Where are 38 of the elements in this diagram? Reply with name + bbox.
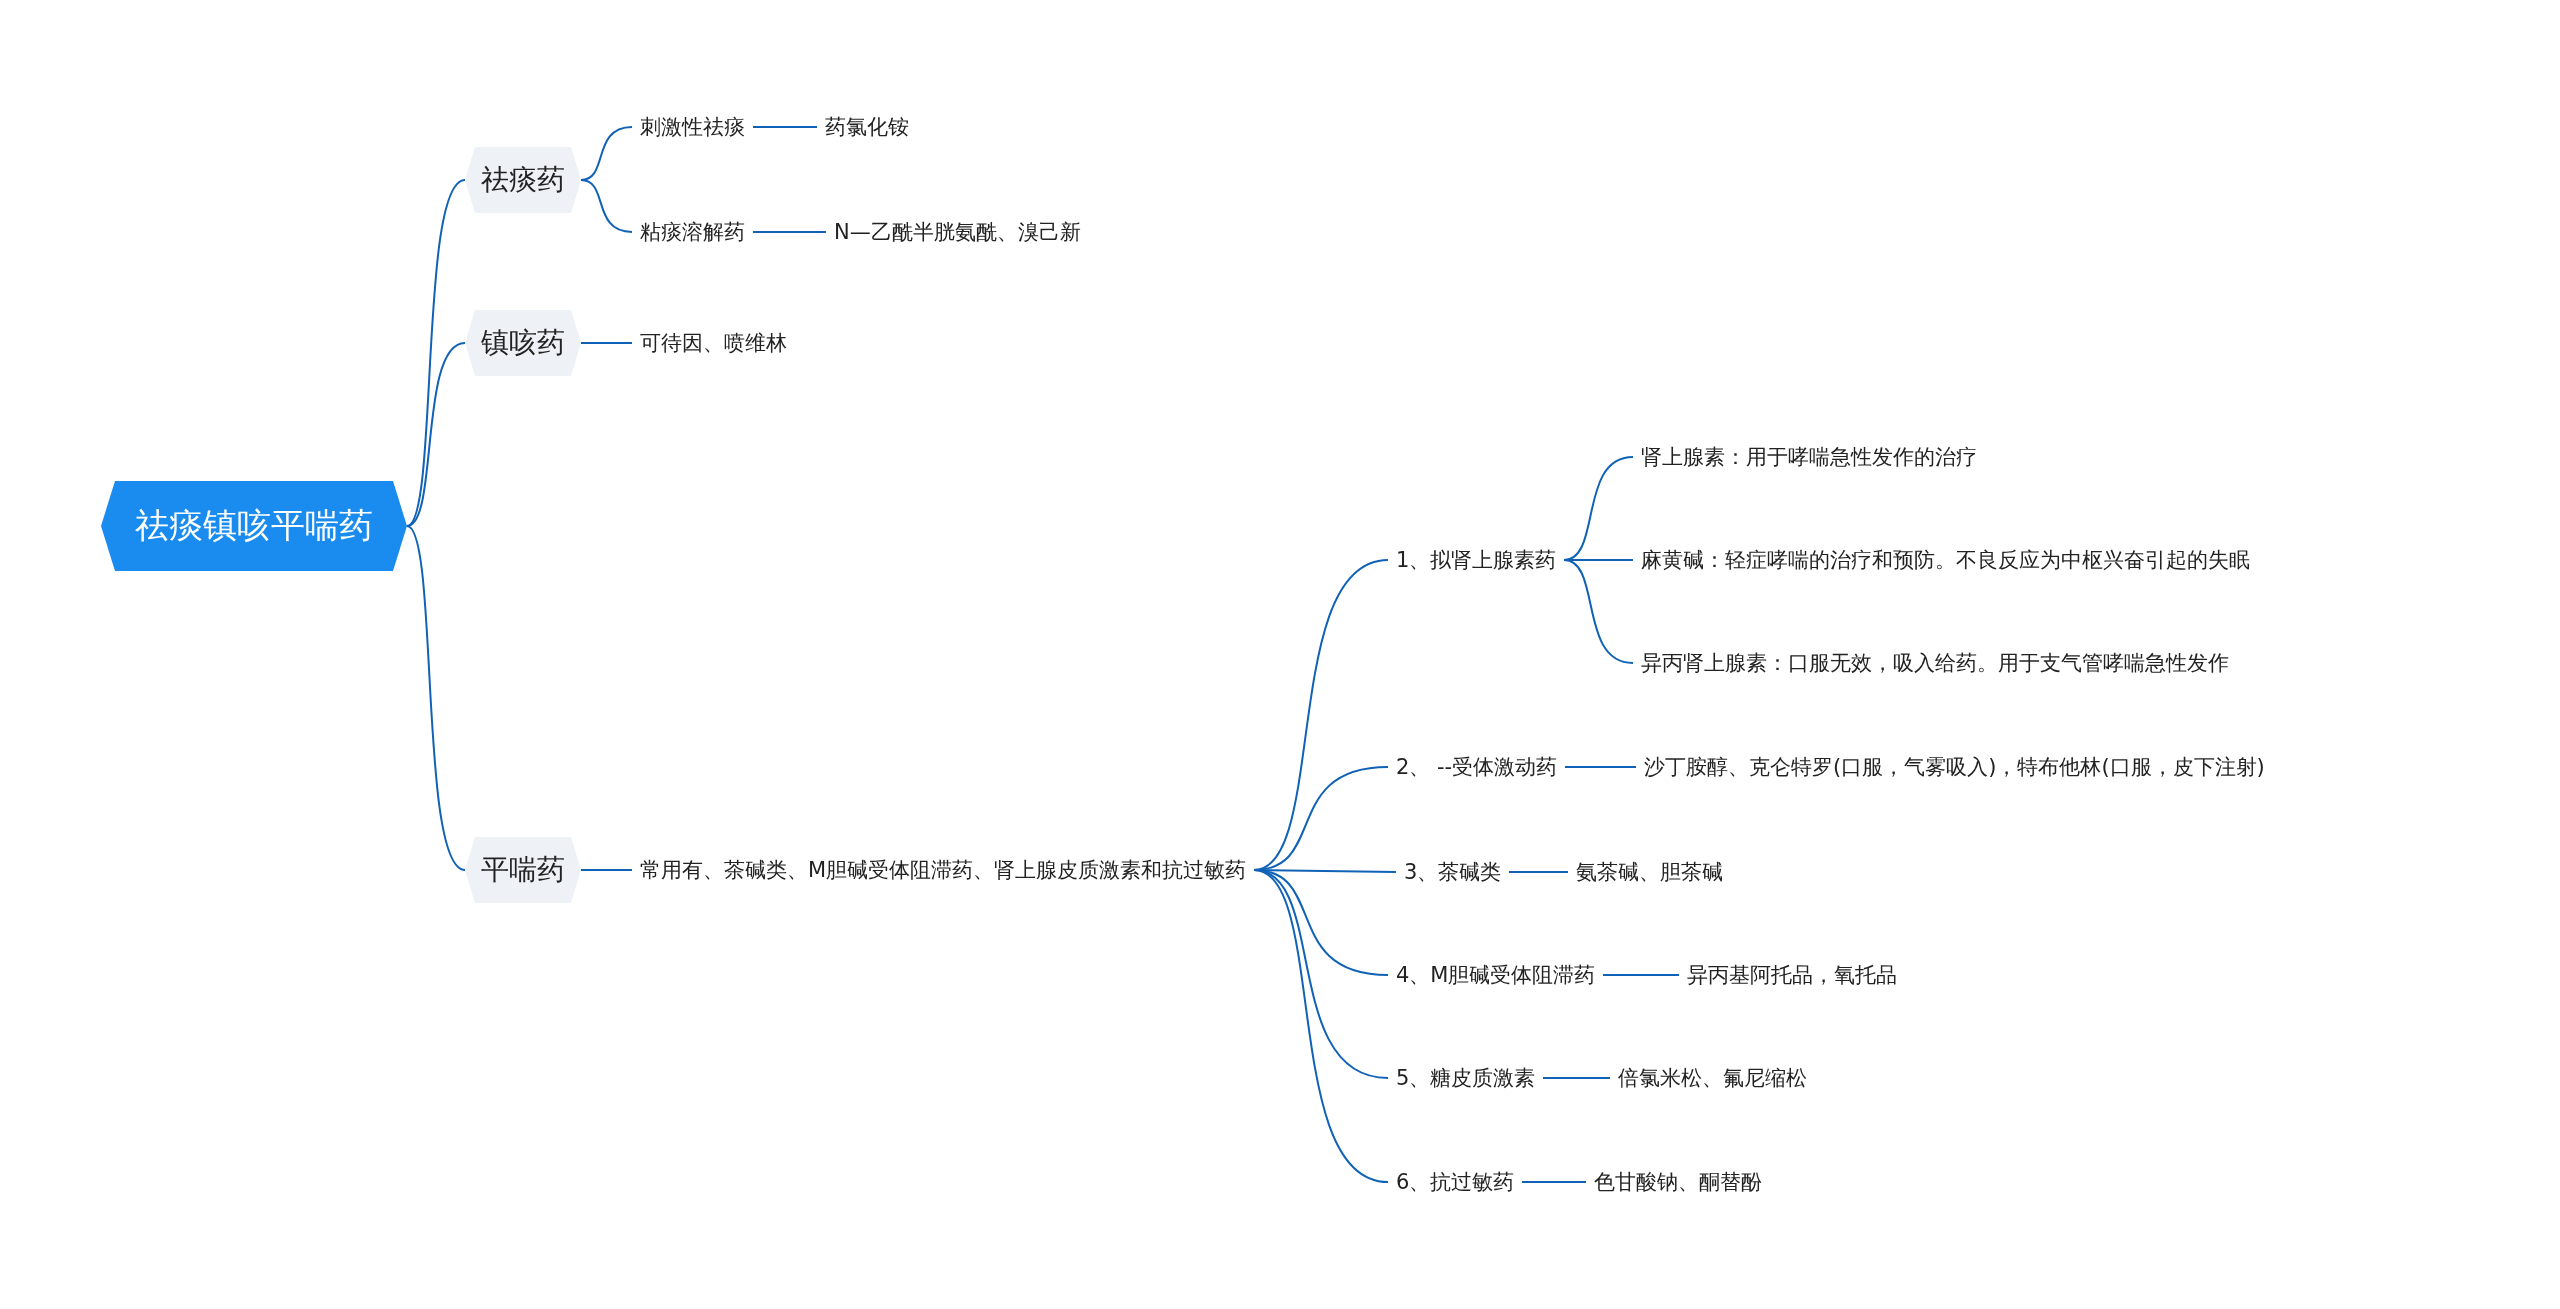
subtopic-text: 6、抗过敏药 xyxy=(1388,1164,1523,1200)
subtopic-text: 药氯化铵 xyxy=(817,109,917,145)
subtopic-text: N—乙酰半胱氨酰、溴己新 xyxy=(826,214,1089,250)
connector-line xyxy=(406,342,466,527)
subtopic-text: 异丙基阿托品，氧托品 xyxy=(1679,957,1905,993)
subtopic-text: 可待因、喷维林 xyxy=(632,325,795,361)
connector-line xyxy=(580,179,633,233)
connector-line xyxy=(1563,559,1634,664)
subtopic-text: 麻黄碱：轻症哮喘的治疗和预防。不良反应为中枢兴奋引起的失眠 xyxy=(1633,542,2258,578)
subtopic-text: 肾上腺素：用于哮喘急性发作的治疗 xyxy=(1633,439,1985,475)
connector-line xyxy=(406,525,466,871)
connector-line xyxy=(1253,869,1389,1183)
subtopic-text: 3、茶碱类 xyxy=(1396,854,1510,890)
connector-line xyxy=(1542,1077,1611,1079)
connector-line xyxy=(1564,766,1637,768)
connector-line xyxy=(752,231,827,233)
connector-line xyxy=(580,342,633,344)
connector-line xyxy=(580,869,633,871)
subtopic-text: 刺激性祛痰 xyxy=(632,109,753,145)
subtopic-text: 2、 --受体激动药 xyxy=(1388,749,1566,785)
main-topic: 祛痰药 xyxy=(465,147,581,213)
central-topic: 祛痰镇咳平喘药 xyxy=(101,481,407,571)
subtopic-text: 氨茶碱、胆茶碱 xyxy=(1568,854,1731,890)
connector-line xyxy=(1521,1181,1587,1183)
main-topic: 镇咳药 xyxy=(465,310,581,376)
subtopic-text: 粘痰溶解药 xyxy=(632,214,753,250)
subtopic-text: 沙丁胺醇、克仑特罗(口服，气雾吸入)，特布他林(口服，皮下注射) xyxy=(1636,749,2273,785)
subtopic-text: 5、糖皮质激素 xyxy=(1388,1060,1544,1096)
subtopic-text: 常用有、茶碱类、M胆碱受体阻滞药、肾上腺皮质激素和抗过敏药 xyxy=(632,852,1255,888)
subtopic-text: 1、拟肾上腺素药 xyxy=(1388,542,1565,578)
connector-line xyxy=(1602,974,1680,976)
main-topic: 平喘药 xyxy=(465,837,581,903)
subtopic-text: 4、M胆碱受体阻滞药 xyxy=(1388,957,1604,993)
subtopic-text: 色甘酸钠、酮替酚 xyxy=(1586,1164,1770,1200)
connector-line xyxy=(752,126,818,128)
connector-line xyxy=(1508,871,1569,873)
subtopic-text: 异丙肾上腺素：口服无效，吸入给药。用于支气管哮喘急性发作 xyxy=(1633,645,2237,681)
subtopic-text: 倍氯米松、氟尼缩松 xyxy=(1610,1060,1815,1096)
